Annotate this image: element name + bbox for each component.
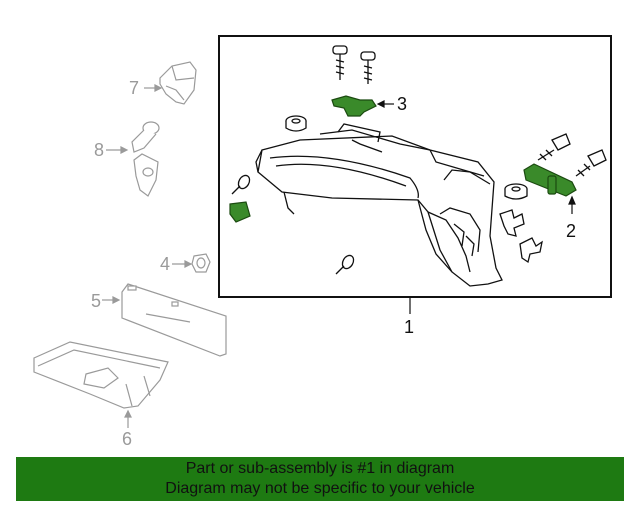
damper-icon (191, 253, 211, 273)
tray-icon (33, 341, 169, 409)
callout-6: 6 (122, 429, 133, 449)
screw-icon (332, 45, 376, 84)
cover-panel-icon (121, 283, 227, 357)
callout-7: 7 (129, 78, 140, 98)
callout-2: 2 (566, 221, 577, 241)
leader-lines (376, 100, 576, 314)
banner-line-1: Part or sub-assembly is #1 in diagram (185, 460, 455, 477)
nut-icon (504, 183, 528, 200)
glove-box-icon (255, 123, 503, 287)
callout-1: 1 (404, 317, 415, 337)
callout-8: 8 (94, 140, 105, 160)
callout-4: 4 (160, 254, 171, 274)
callout-5: 5 (91, 291, 102, 311)
pin-icon (231, 174, 355, 275)
banner-line-2: Diagram may not be specific to your vehi… (165, 480, 475, 497)
latch-icon (523, 163, 577, 197)
info-banner: Part or sub-assembly is #1 in diagram Di… (16, 457, 624, 501)
nut-icon (285, 115, 307, 132)
clip-icon (499, 209, 543, 264)
bracket-icon (331, 95, 377, 117)
pad-icon (229, 201, 251, 223)
screw-icon (537, 133, 607, 177)
callout-3: 3 (397, 94, 408, 114)
assembly-frame (218, 35, 612, 298)
lock-cylinder-icon (131, 121, 160, 197)
parts-diagram (33, 35, 612, 428)
lock-bracket-icon (159, 61, 197, 105)
gray-leader-lines (102, 84, 193, 428)
